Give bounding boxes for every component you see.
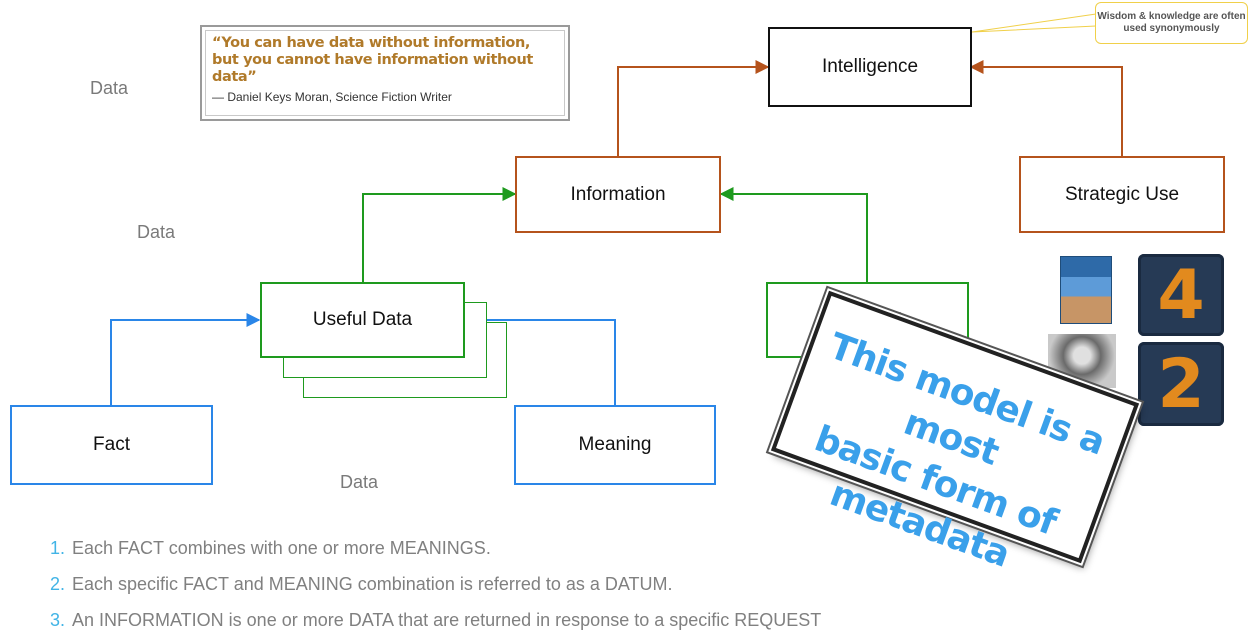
node-strategic-use: Strategic Use [1019, 156, 1225, 233]
wisdom-callout: Wisdom & knowledge are often used synony… [1095, 2, 1248, 44]
book-cover-thumbnail [1060, 256, 1112, 324]
data-label-bottom: Data [340, 472, 379, 492]
list-number: 2. [50, 574, 66, 594]
list-text: Each specific FACT and MEANING combinati… [72, 574, 673, 594]
node-information: Information [515, 156, 721, 233]
list-text: Each FACT combines with one or more MEAN… [72, 538, 491, 558]
strategic-use-to-intelligence-arrow [969, 60, 1123, 156]
node-meaning: Meaning [514, 405, 716, 485]
quote-author: — Daniel Keys Moran, Science Fiction Wri… [212, 90, 452, 104]
information-to-intelligence-arrow [617, 60, 770, 156]
list-item: 3. An INFORMATION is one or more DATA tha… [50, 610, 821, 631]
fact-to-useful-data-arrow [110, 313, 261, 405]
data-label-middle: Data [137, 222, 176, 242]
request-to-information-arrow [719, 187, 868, 282]
callout-pointer [971, 13, 1097, 33]
data-label-top: Data [90, 78, 129, 98]
list-item: 1. Each FACT combines with one or more ME… [50, 538, 491, 559]
node-useful-data: Useful Data [260, 282, 465, 358]
tile-two: 2 [1138, 342, 1224, 426]
list-item: 2. Each specific FACT and MEANING combina… [50, 574, 673, 595]
useful-data-to-information-arrow [362, 187, 517, 282]
node-intelligence: Intelligence [768, 27, 972, 107]
list-text: An INFORMATION is one or more DATA that … [72, 610, 822, 630]
quote-text: “You can have data without information, … [212, 35, 533, 85]
list-number: 1. [50, 538, 66, 558]
tile-four: 4 [1138, 254, 1224, 336]
node-fact: Fact [10, 405, 213, 485]
quote-box: “You can have data without information, … [200, 25, 570, 121]
meaning-to-useful-data-arrow [463, 313, 616, 405]
list-number: 3. [50, 610, 66, 630]
